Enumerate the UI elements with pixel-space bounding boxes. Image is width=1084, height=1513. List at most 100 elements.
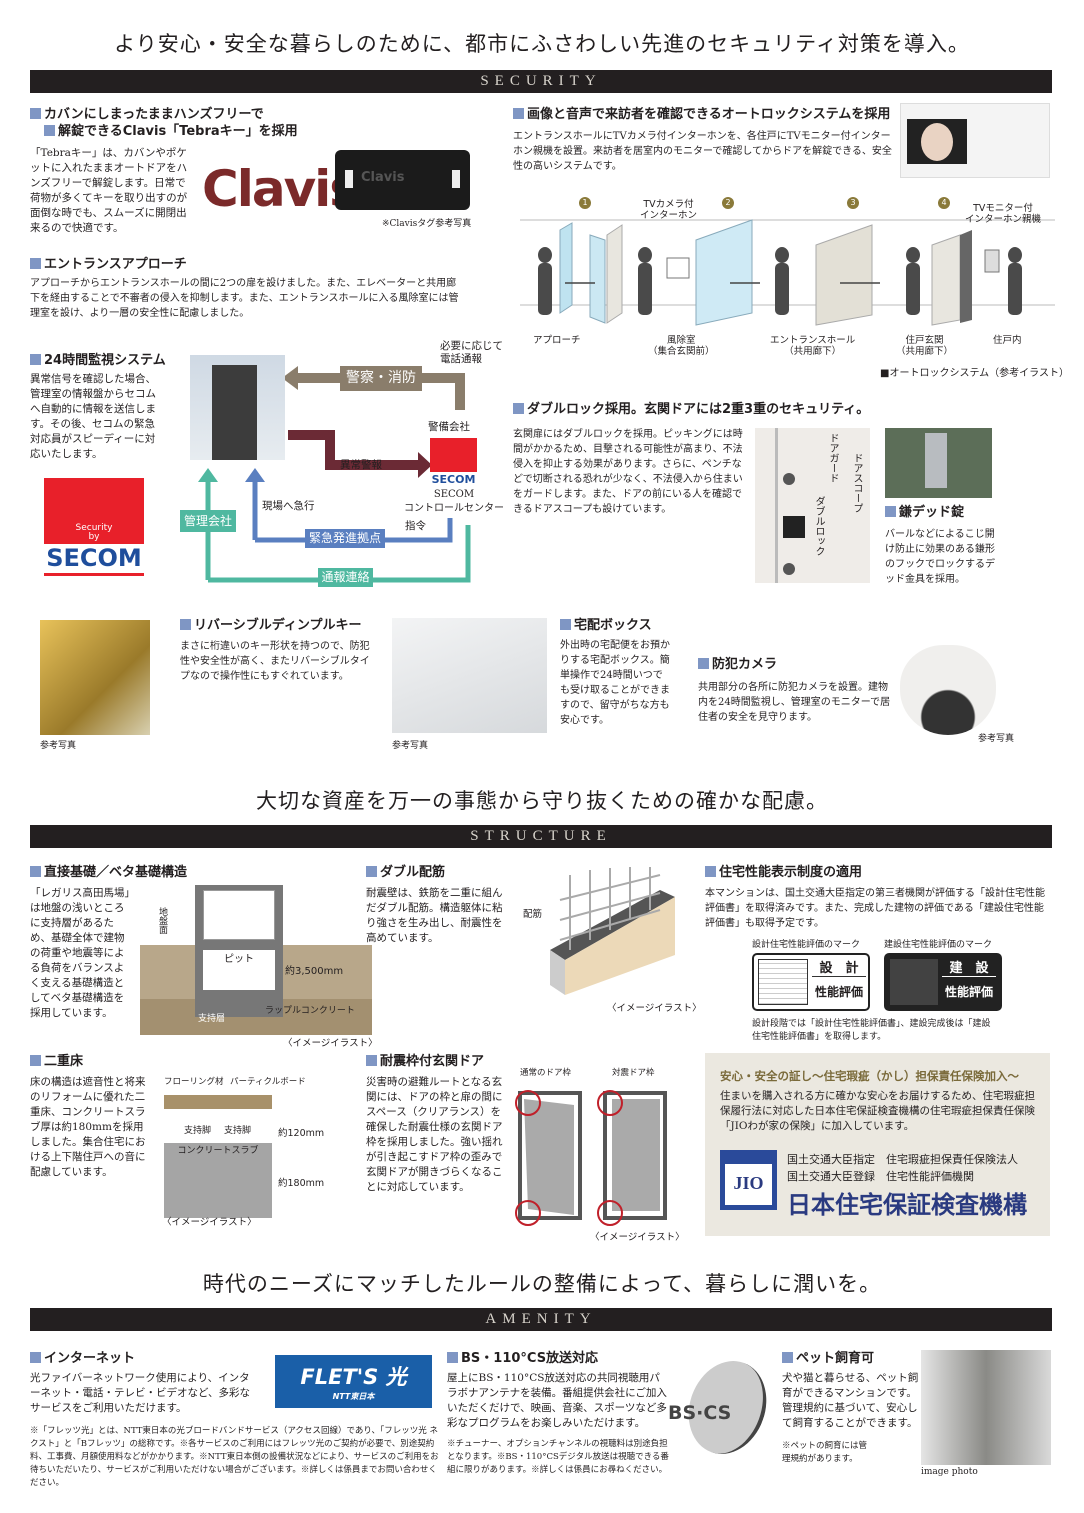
internet-note: ※「フレッツ光」とは、NTT東日本の光ブロードバンドサービス（アクセス回線）であ… <box>30 1426 439 1488</box>
jio-title: 安心・安全の証し〜住宅瑕疵（かし）担保責任保険加入〜 <box>720 1069 1019 1083</box>
delivery-caption: 参考写真 <box>392 741 429 751</box>
performance-note: 設計段階では「設計住宅性能評価書」、建設完成後は「建設住宅性能評価書」を取得しま… <box>752 1019 991 1042</box>
dimple-caption: 参考写真 <box>40 741 77 751</box>
floor-text: 床の構造は遮音性と将来のリフォームに優れた二重床、コンクリートスラブ厚は約180… <box>30 1076 146 1178</box>
foundation-caption: 〈イメージイラスト〉 <box>283 1038 378 1049</box>
security-headline: より安心・安全な暮らしのために、都市にふさわしい先進のセキュリティ対策を導入。 <box>114 32 970 56</box>
autolock-text: エントランスホールにTVカメラ付インターホンを、各住戸にTVモニター付インターホ… <box>513 131 892 172</box>
camera-text: 共用部分の各所に防犯カメラを設置。建物内を24時間監視し、管理室のモニターで居住… <box>698 682 891 723</box>
command-label: 指令 <box>405 520 426 532</box>
ground-label: 地盤面 <box>157 907 167 934</box>
door-lock-image: ドアガード ドアスコープ ダブルロック <box>755 428 870 583</box>
bscs-logo: BS·CS <box>668 1402 732 1424</box>
height-180-label: 約180mm <box>278 1178 325 1189</box>
police-fire-box: 警察・消防 <box>340 366 422 391</box>
pet-text: 犬や猫と暮らせる、ペット飼育ができるマンションです。管理規約に基づいて、安心して… <box>782 1372 919 1429</box>
dimple-text: まさに桁違いのキー形状を持つので、防犯性や安全性が高く、またリバーシブルタイプな… <box>180 641 370 682</box>
deadlock-image <box>885 428 992 498</box>
entrance-text: アプローチからエントランスホールの間に2つの扉を設けました。また、エレベーターと… <box>30 278 459 319</box>
performance-text: 本マンションは、国土交通大臣指定の第三者機関が評価する「設計住宅性能評価書」を取… <box>705 888 1045 929</box>
structure-headline: 大切な資産を万一の事態から守り抜くための確かな配慮。 <box>256 789 828 813</box>
door-frame-diagram <box>515 1090 667 1226</box>
jio-name: 日本住宅保証検査機構 <box>787 1191 1027 1219</box>
design-mark-label: 設計住宅性能評価のマーク <box>752 940 861 950</box>
construction-mark-label: 建設住宅性能評価のマーク <box>884 940 993 950</box>
bs-text: 屋上にBS・110°CS放送対応の共同視聴用パラボナアンテナを装備。番組提供会社… <box>447 1372 667 1429</box>
door-scope-label: ドアスコープ <box>851 453 862 513</box>
step-4: 4 <box>938 197 950 209</box>
design-performance-mark: 設 計 性能評価 <box>752 953 870 1011</box>
bs-heading: BS・110°CS放送対応 <box>447 1350 598 1367</box>
zone-windbreak: 風除室（集合玄関前） <box>648 335 715 357</box>
pet-caption: image photo <box>921 1467 978 1477</box>
layer-label: 支持層 <box>198 1014 226 1024</box>
jio-line-1: 国土交通大臣指定 住宅瑕疵担保責任保険法人 <box>787 1153 1018 1166</box>
rebar-caption: 〈イメージイラスト〉 <box>607 1003 702 1014</box>
normal-frame-label: 通常のドア枠 <box>520 1068 572 1078</box>
pet-note: ※ペットの飼育には管理規約があります。 <box>782 1441 868 1464</box>
slab-label: コンクリートスラブ <box>164 1143 272 1218</box>
entrance-heading: エントランスアプローチ <box>30 256 187 273</box>
monitor-intercom-label: TVモニター付インターホン親機 <box>965 203 1042 225</box>
foundation-heading: 直接基礎／ベタ基礎構造 <box>30 864 187 881</box>
floor-heading: 二重床 <box>30 1053 83 1070</box>
clavis-tag-image: Clavis <box>335 150 470 210</box>
depth-label: 約3,500mm <box>285 966 344 977</box>
amenity-headline: 時代のニーズにマッチしたルールの整備によって、暮らしに潤いを。 <box>202 1272 882 1296</box>
camera-heading: 防犯カメラ <box>698 656 777 673</box>
deadlock-text: バールなどによるこじ開け防止に効果のある鎌形のフックでロックするデッド金具を採用… <box>885 529 995 585</box>
delivery-heading: 宅配ボックス <box>560 617 652 634</box>
dimple-key-image <box>40 620 150 735</box>
rebar-heading: ダブル配筋 <box>366 864 445 881</box>
monitoring-heading: 24時間監視システム <box>30 352 166 369</box>
double-lock-label: ダブルロック <box>813 496 824 556</box>
amenity-bar: AMENITY <box>30 1308 1052 1331</box>
step-1: 1 <box>579 197 591 209</box>
jio-logo: JIO <box>720 1150 777 1210</box>
jio-text: 住まいを購入される方に確かな安心をお届けするため、住宅瑕疵担保履行法に対応した日… <box>720 1090 1035 1132</box>
camera-caption: 参考写真 <box>978 734 1015 744</box>
doublelock-text: 玄関扉にはダブルロックを採用。ピッキングには時間がかかるため、目撃される可能性が… <box>513 429 743 515</box>
pet-heading: ペット飼育可 <box>782 1350 874 1367</box>
autolock-diagram <box>520 219 1055 326</box>
management-company-box: 管理会社 <box>180 510 236 532</box>
step-2: 2 <box>722 197 734 209</box>
monitoring-text: 異常信号を確認した場合、管理室の情報盤からセコムへ自動的に情報を送信します。その… <box>30 373 156 460</box>
rebar-label: 配筋 <box>523 909 543 920</box>
deadlock-heading: 鎌デッド錠 <box>885 504 964 521</box>
delivery-box-image <box>392 618 547 733</box>
building-image <box>190 355 285 460</box>
clavis-logo: Clavis <box>202 160 359 218</box>
structure-bar: STRUCTURE <box>30 825 1052 848</box>
internet-text: 光ファイバーネットワーク使用により、インターネット・電話・テレビ・ビデオなど、多… <box>30 1372 250 1414</box>
clavis-heading: カバンにしまったままハンズフリーで <box>30 106 264 123</box>
zone-approach: アプローチ <box>533 335 581 346</box>
dispatch-base-box: 緊急発進拠点 <box>305 529 385 548</box>
bs-note: ※チューナー、オプションチャンネルの視聴料は別途負担となります。※BS・110°… <box>447 1439 669 1475</box>
internet-heading: インターネット <box>30 1350 135 1367</box>
seismic-door-heading: 耐震枠付玄関ドア <box>366 1053 484 1070</box>
zone-entrance-hall: エントランスホール（共用廊下） <box>770 335 856 357</box>
security-camera-image <box>900 645 996 735</box>
report-box: 通報連絡 <box>318 568 373 587</box>
rebar-text: 耐震壁は、鉄筋を二重に組んだダブル配筋。構造躯体に粘り強さを生み出し、耐震性を高… <box>366 887 503 944</box>
security-bar: SECURITY <box>30 70 1052 93</box>
clavis-text: 「Tebraキー」は、カバンやポケットに入れたままオートドアをハンズフリーで解錠… <box>30 147 188 234</box>
secom-small-logo: SECOM <box>430 438 477 488</box>
rubble-label: ラップルコンクリート <box>265 1006 355 1016</box>
seismic-door-text: 災害時の避難ルートとなる玄関には、ドアの枠と扉の間にスペース（クリアランス）を確… <box>366 1076 503 1193</box>
camera-intercom-label: TVカメラ付インターホン <box>640 199 698 221</box>
performance-heading: 住宅性能表示制度の適用 <box>705 864 862 881</box>
clavis-tag-logo: Clavis <box>361 170 405 185</box>
dimple-heading: リバーシブルディンプルキー <box>180 617 361 634</box>
flooring-label: フローリング材 <box>164 1077 224 1087</box>
rush-label: 現場へ急行 <box>262 500 315 512</box>
height-120-label: 約120mm <box>278 1128 325 1139</box>
phone-note: 必要に応じて電話通報 <box>440 340 503 365</box>
doublelock-heading: ダブルロック採用。玄関ドアには2重3重のセキュリティ。 <box>513 401 869 418</box>
guard-company-label: 警備会社 <box>428 421 470 433</box>
double-floor-diagram: フローリング材 パーティクルボード コンクリートスラブ 支持脚 支持脚 約120… <box>160 1075 340 1218</box>
alarm-label: 異常警報 <box>340 459 382 471</box>
door-guard-label: ドアガード <box>827 433 838 483</box>
rebar-diagram <box>550 867 675 995</box>
